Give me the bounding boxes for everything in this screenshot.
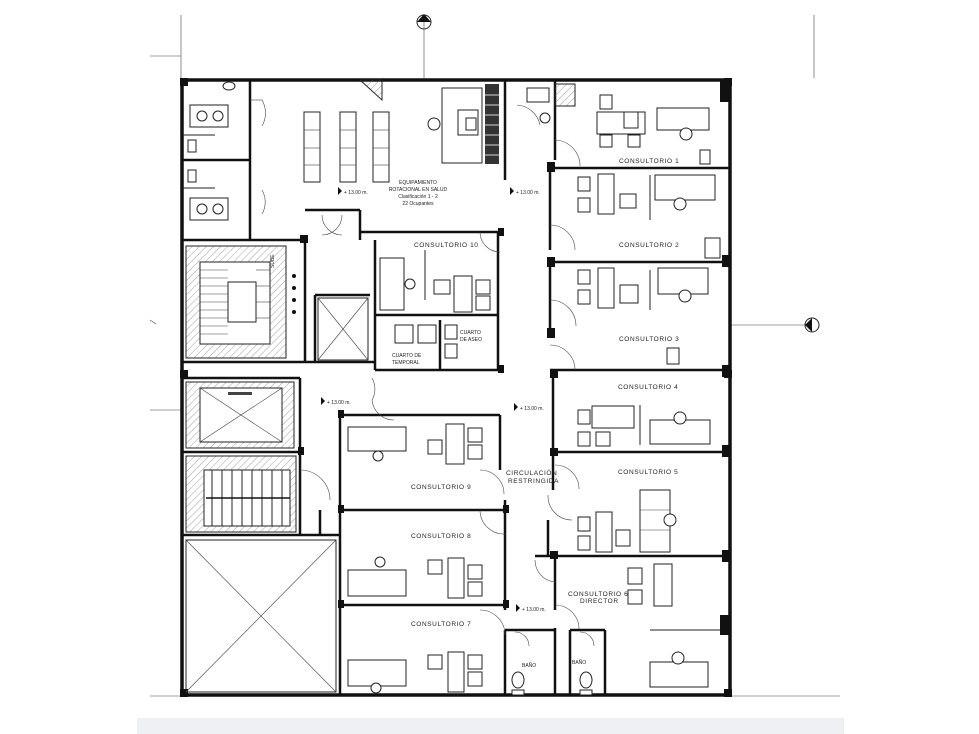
section-marker-right bbox=[804, 317, 820, 333]
consultorio-1-label: CONSULTORIO 1 bbox=[619, 158, 679, 165]
consultorio-3-furniture bbox=[577, 267, 709, 310]
stair-secondary bbox=[185, 455, 297, 533]
stair-main: SUBE bbox=[185, 245, 296, 359]
bottom-bar bbox=[137, 718, 844, 734]
level-label-left-hall: + 13.00 m. bbox=[327, 400, 351, 406]
level-label-waiting: + 13.00 m. bbox=[344, 190, 368, 196]
consultorio-4-furniture bbox=[577, 347, 711, 447]
consultorio-8-label: CONSULTORIO 8 bbox=[411, 533, 471, 540]
consultorio-7-label: CONSULTORIO 7 bbox=[411, 621, 471, 628]
circulation-label-line1: CIRCULACIÓN bbox=[506, 468, 557, 477]
level-label-hall-top: + 13.00 m. bbox=[516, 190, 540, 196]
consultorio-3-label: CONSULTORIO 3 bbox=[619, 336, 679, 343]
consultorio-10-furniture bbox=[379, 250, 491, 313]
bath-left-label: BAÑO bbox=[522, 662, 536, 669]
waiting-room-label-line2: ROTACIONAL EN SALUD bbox=[389, 187, 448, 193]
level-marks bbox=[321, 187, 520, 612]
cleaning-room-fixtures bbox=[394, 324, 458, 359]
consultorio-9-furniture bbox=[347, 423, 483, 465]
level-label-lower-hall: + 13.00 m. bbox=[522, 607, 546, 613]
consultorio-1-furniture bbox=[596, 94, 711, 165]
reception-desk bbox=[427, 83, 576, 164]
consultorio-9-label: CONSULTORIO 9 bbox=[411, 484, 471, 491]
consultorio-7-furniture bbox=[347, 651, 483, 694]
consultorio-10-label: CONSULTORIO 10 bbox=[414, 242, 479, 249]
cleaning-room-label-line1: CUARTO bbox=[460, 330, 481, 336]
interior-walls bbox=[182, 80, 730, 695]
consultorio-8-furniture bbox=[347, 556, 483, 599]
waiting-chairs bbox=[303, 79, 390, 183]
bath-right-label: BAÑO bbox=[572, 659, 586, 666]
cleaning-room-label-line2: DE ASEO bbox=[460, 337, 482, 343]
circulation-label-line2: RESTRINGIDA bbox=[508, 478, 559, 485]
consultorio-2-label: CONSULTORIO 2 bbox=[619, 242, 679, 249]
waiting-room-label-line4: 22 Ocupantes bbox=[402, 201, 434, 207]
consultorio-2-furniture bbox=[577, 173, 721, 259]
elevator-lower bbox=[185, 381, 295, 449]
structural-columns bbox=[298, 80, 730, 635]
section-marker-top bbox=[416, 14, 432, 30]
stair-up-label: SUBE bbox=[270, 254, 276, 268]
level-label-center-hall: + 13.00 m. bbox=[520, 406, 544, 412]
bath-fixtures bbox=[511, 671, 593, 696]
room-labels: EQUIPAMIENTO ROTACIONAL EN SALUD Clasifi… bbox=[389, 158, 679, 669]
residue-room-label-line2: TEMPORAL bbox=[392, 360, 420, 366]
level-labels: + 13.00 m. + 13.00 m. + 13.00 m. + 13.00… bbox=[327, 190, 546, 613]
consultorio-6-label: CONSULTORIO 6 bbox=[568, 591, 628, 598]
door-swings bbox=[250, 99, 595, 647]
consultorio-5-label: CONSULTORIO 5 bbox=[618, 469, 678, 476]
waiting-room-label-line1: EQUIPAMIENTO bbox=[399, 180, 437, 186]
waiting-room-label-line3: Clasificación 1 - 2 bbox=[398, 194, 438, 200]
consultorio-4-label: CONSULTORIO 4 bbox=[618, 384, 678, 391]
consultorio-5-furniture bbox=[577, 489, 677, 553]
residue-room-label-line1: CUARTO DE bbox=[392, 353, 422, 359]
restrooms bbox=[182, 81, 236, 221]
consultorio-6-sublabel: DIRECTOR bbox=[580, 598, 619, 605]
void-area bbox=[185, 539, 337, 693]
elevator-shaft bbox=[317, 297, 369, 361]
consultorio-6-furniture bbox=[627, 563, 720, 688]
